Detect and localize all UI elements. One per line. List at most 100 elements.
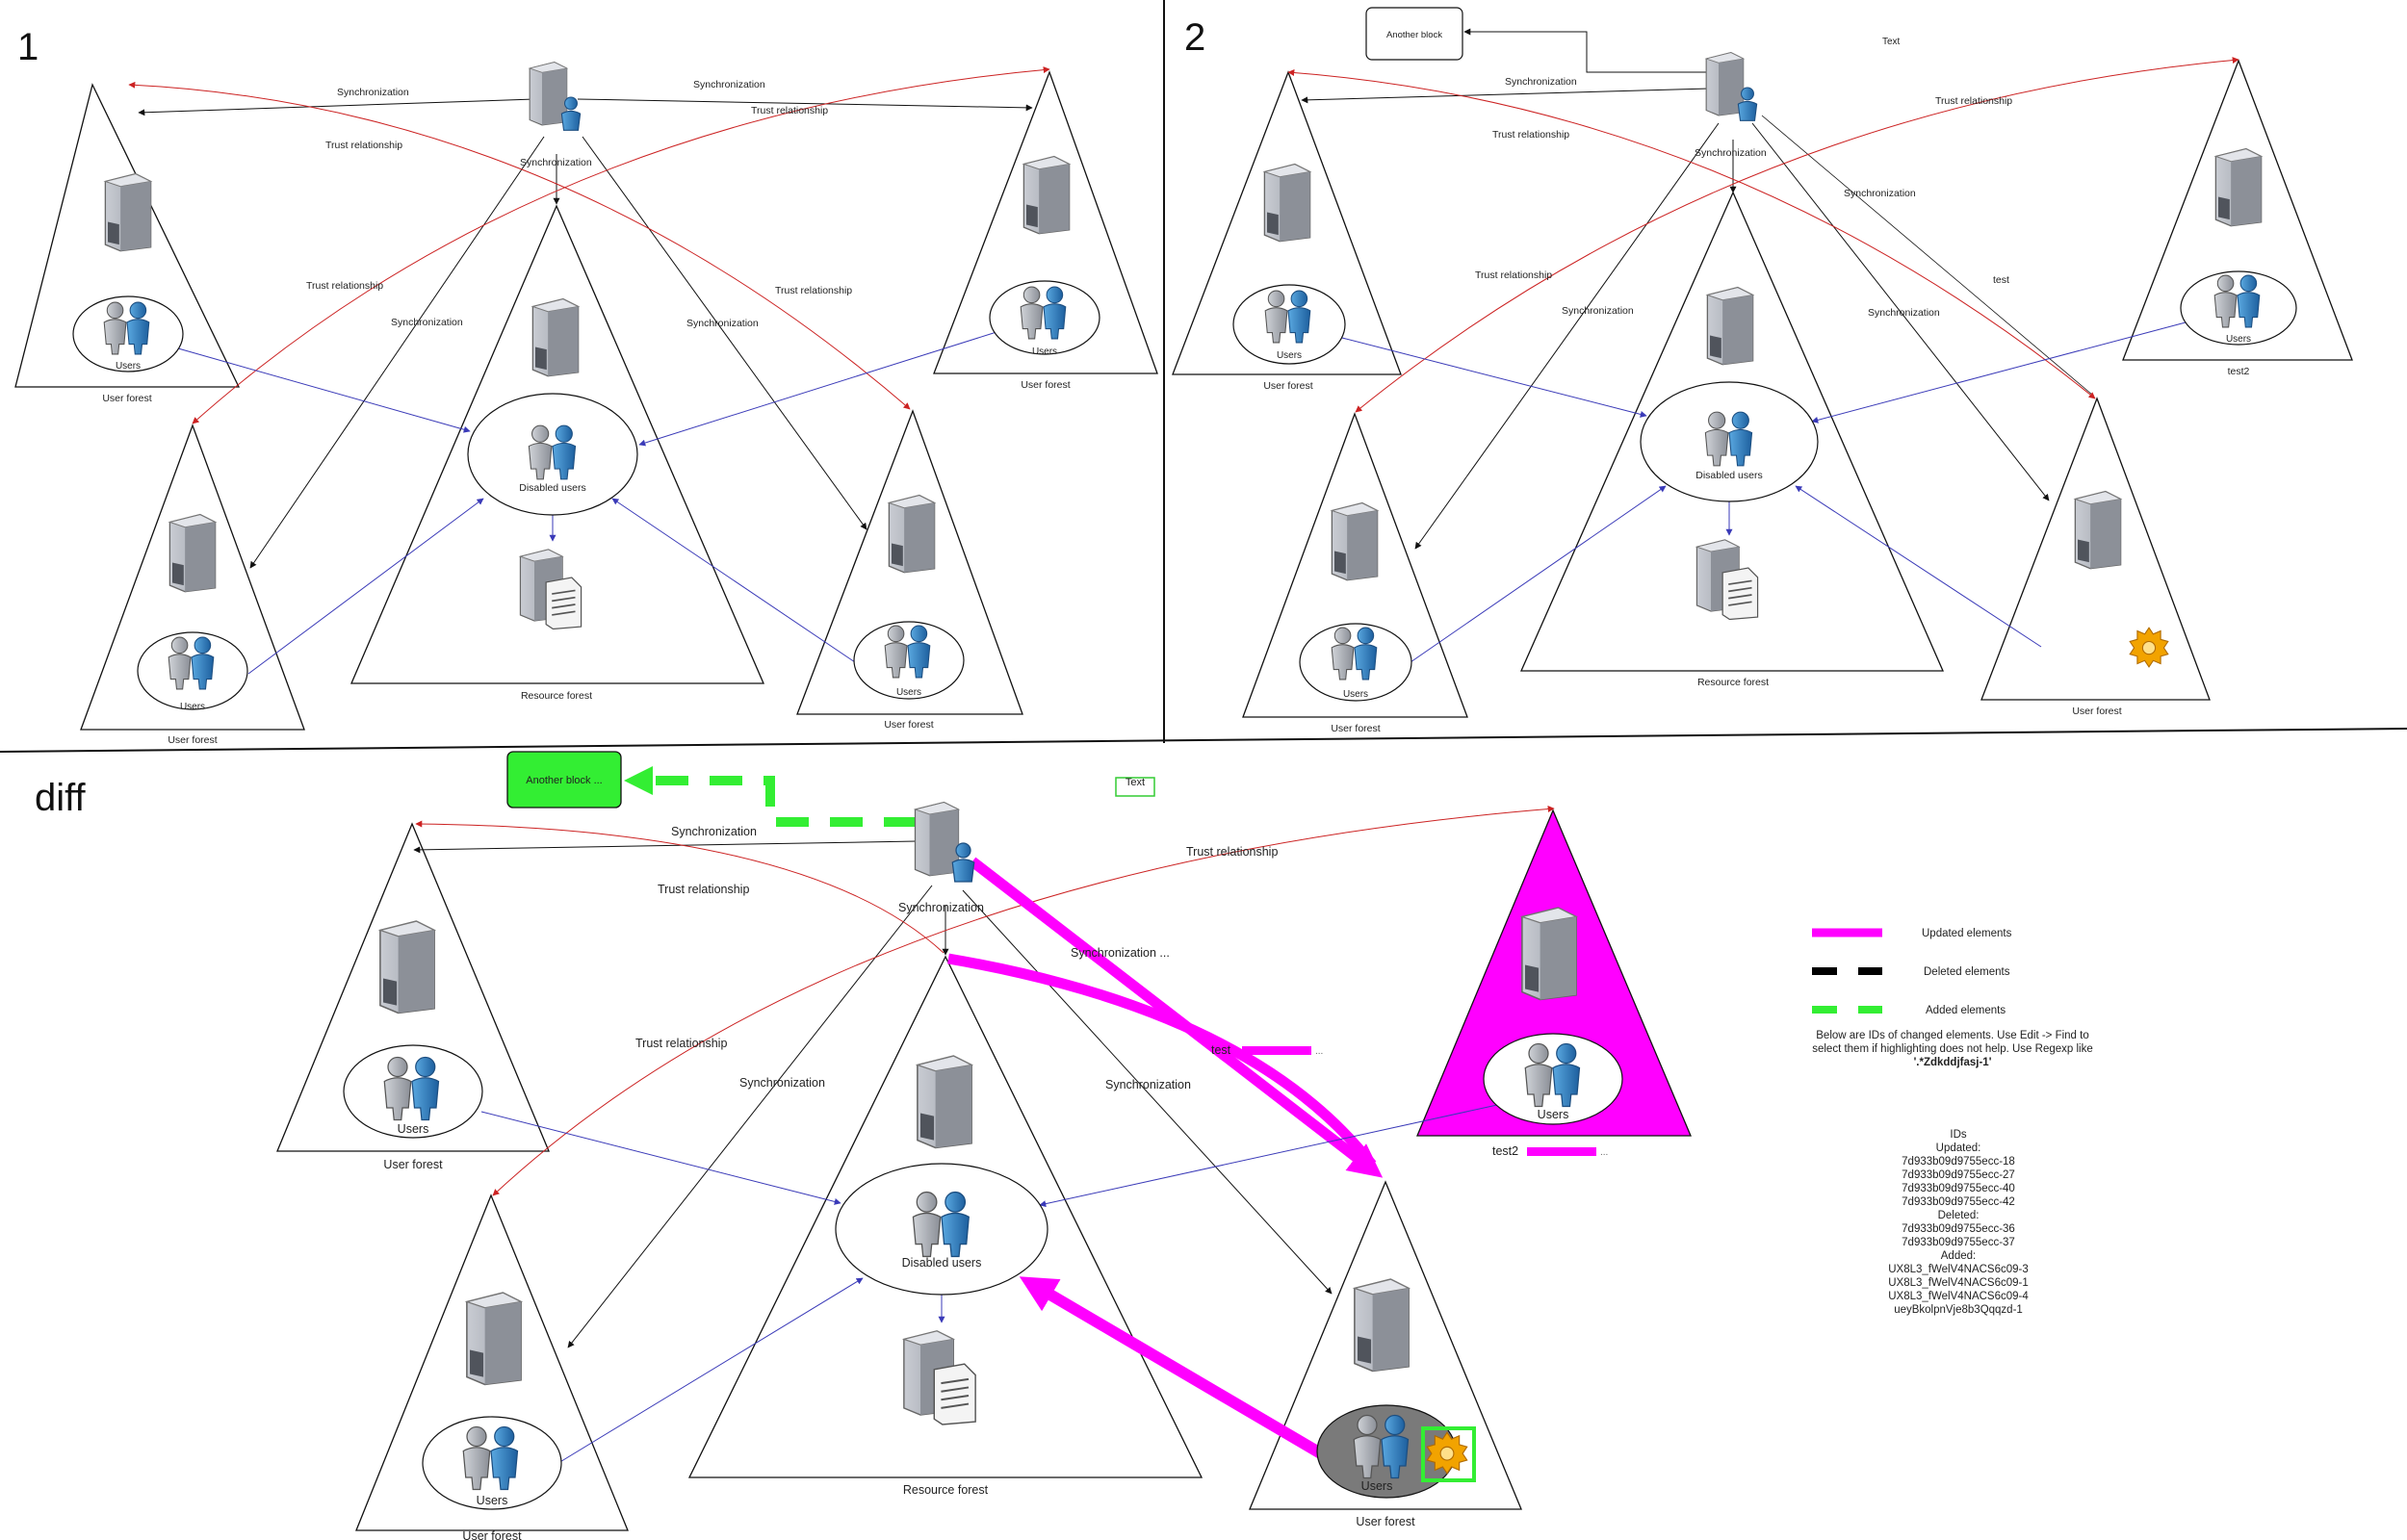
trust-arrows — [128, 66, 1050, 424]
ids-updated-label: Updated: — [1936, 1142, 1981, 1154]
panel-1: 1 — [14, 26, 1158, 746]
users-label: Users — [1277, 350, 1302, 361]
user-links — [177, 331, 997, 675]
diff-forest-labels: User forest User forest User forest Reso… — [383, 1158, 1415, 1540]
edge-label: Trust relationship — [635, 1037, 727, 1050]
edge-label: Synchronization — [337, 87, 409, 98]
id-entry[interactable]: 7d933b09d9755ecc-40 — [1902, 1183, 2015, 1194]
users-group[interactable]: Users — [422, 1416, 562, 1510]
forest-label: User forest — [168, 734, 217, 746]
id-entry[interactable]: UX8L3_fWelV4NACS6c09-1 — [1888, 1277, 2029, 1289]
users-group[interactable]: Users — [72, 295, 184, 372]
edge-label: Synchronization — [1505, 76, 1577, 88]
id-entry[interactable]: ueyBkolpnVje8b3Qqqzd-1 — [1894, 1304, 2023, 1316]
id-entry[interactable]: 7d933b09d9755ecc-37 — [1902, 1237, 2015, 1248]
users-label: Users — [1361, 1479, 1393, 1493]
another-block-label: Another block — [1386, 30, 1442, 40]
forest-label-ellipsis: ... — [1600, 1147, 1608, 1158]
diff-title: diff — [35, 777, 87, 819]
gear-added[interactable] — [1421, 1426, 1476, 1482]
test2-forest-label-updated: test2 ... — [1492, 1144, 1608, 1158]
id-entry[interactable]: 7d933b09d9755ecc-18 — [1902, 1156, 2015, 1168]
forest-label: test2 — [1492, 1144, 1518, 1158]
users-label: Users — [180, 702, 205, 712]
edge-label: Synchronization — [739, 1076, 825, 1090]
panel-1-edge-labels: Synchronization Synchronization Trust re… — [306, 79, 852, 329]
server-icon — [2214, 147, 2263, 227]
edge-label: Trust relationship — [1186, 845, 1278, 859]
server-icon — [1521, 907, 1577, 1001]
users-group[interactable]: Users — [137, 631, 248, 712]
another-block-added[interactable]: Another block ... — [506, 751, 622, 808]
server-icon — [1705, 52, 1758, 121]
edge-label: test — [1211, 1043, 1231, 1057]
users-group[interactable]: Users — [1299, 623, 1412, 702]
id-entry[interactable]: 7d933b09d9755ecc-42 — [1902, 1196, 2015, 1208]
server-icon — [1354, 1278, 1410, 1373]
legend-deleted-label: Deleted elements — [1924, 966, 2010, 978]
users-label: Users — [2226, 334, 2251, 345]
edge-label: Synchronization — [391, 317, 463, 328]
edge-label: Synchronization — [1844, 188, 1916, 199]
users-label: Users — [1032, 346, 1057, 357]
users-label: Users — [896, 687, 921, 698]
legend-note-line: Below are IDs of changed elements. Use E… — [1816, 1030, 2089, 1041]
edge-label: Synchronization — [1105, 1078, 1191, 1091]
edge-label: Trust relationship — [325, 140, 402, 151]
edge-label: Trust relationship — [658, 883, 749, 896]
forest-label: User forest — [383, 1158, 443, 1171]
another-block[interactable]: Another block — [1365, 7, 1463, 61]
disabled-users-group[interactable]: Disabled users — [467, 393, 638, 516]
panel-diff: diff Another block ... Text — [35, 751, 2093, 1540]
trust-arrows — [1287, 57, 2239, 413]
users-group[interactable]: Users — [853, 621, 965, 700]
server-icon — [914, 801, 975, 883]
test-edge-label-updated: test ... — [1211, 1043, 1323, 1057]
disabled-users-group[interactable]: Disabled users — [1640, 381, 1819, 502]
disabled-users-label: Disabled users — [519, 482, 585, 494]
server-icon — [529, 62, 582, 131]
users-label: Users — [1538, 1108, 1569, 1121]
users-group[interactable]: Users — [343, 1044, 483, 1139]
server-icon — [466, 1292, 522, 1386]
forest-label: User forest — [2072, 706, 2121, 717]
id-entry[interactable]: 7d933b09d9755ecc-27 — [1902, 1169, 2015, 1181]
edge-label: Trust relationship — [306, 280, 383, 292]
disabled-users-label: Disabled users — [902, 1256, 982, 1270]
forest-label: User forest — [1021, 379, 1070, 391]
block-connector — [1463, 28, 1707, 73]
edge-label: Trust relationship — [751, 105, 828, 116]
forest-label: User forest — [884, 719, 933, 731]
panel-frame — [0, 0, 2407, 753]
users-label: Users — [398, 1122, 429, 1136]
edge-label: Synchronization — [1562, 305, 1634, 317]
id-entry[interactable]: UX8L3_fWelV4NACS6c09-4 — [1888, 1291, 2029, 1302]
users-group[interactable]: Users — [989, 280, 1100, 357]
edge-label: Synchronization — [671, 825, 757, 838]
id-entry[interactable]: 7d933b09d9755ecc-36 — [1902, 1223, 2015, 1235]
server-icon — [2074, 490, 2122, 570]
panel-2-number: 2 — [1184, 16, 1205, 59]
users-group[interactable]: Users — [1232, 284, 1346, 365]
panel-1-number: 1 — [17, 26, 39, 68]
id-entry[interactable]: UX8L3_fWelV4NACS6c09-3 — [1888, 1264, 2029, 1275]
server-icon — [531, 297, 580, 377]
forest-label: Resource forest — [1697, 677, 1769, 688]
server-icon — [1331, 501, 1379, 581]
user-links — [1337, 321, 2187, 663]
added-text-box[interactable]: Text — [1115, 777, 1155, 797]
disabled-users-group[interactable]: Disabled users — [835, 1163, 1048, 1296]
changed-ids-list: IDs Updated: 7d933b09d9755ecc-18 7d933b0… — [1888, 1129, 2029, 1316]
trust-arrows — [415, 806, 1555, 1196]
edge-label: Synchronization — [686, 318, 759, 329]
users-label: Users — [116, 361, 141, 372]
edge-label: Synchronization — [1695, 147, 1767, 159]
legend-note-line: '.*Zdkddjfasj-1' — [1914, 1057, 1992, 1068]
server-icon — [168, 513, 217, 593]
panel-2: 2 Another block Text — [1172, 7, 2353, 734]
users-group[interactable]: Users — [2180, 270, 2297, 346]
free-text: Text — [1126, 777, 1145, 788]
forest-label: User forest — [102, 393, 151, 404]
users-group-updated[interactable]: Users — [1483, 1033, 1623, 1125]
edge-label: Synchronization — [1868, 307, 1940, 319]
